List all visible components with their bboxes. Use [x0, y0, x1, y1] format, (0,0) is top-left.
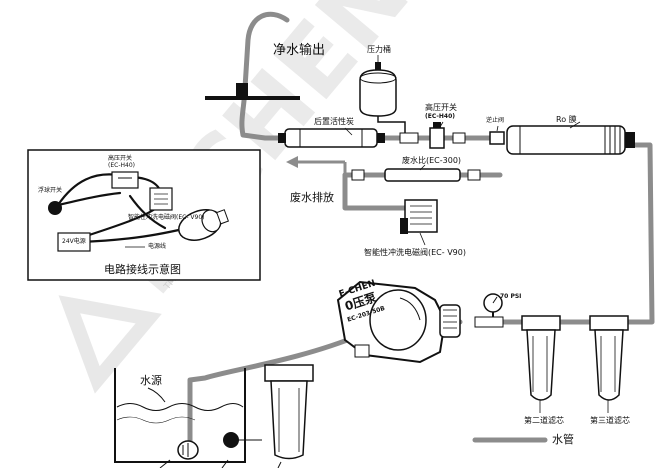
- label-waste-ratio: 废水比(EC-300): [402, 156, 462, 165]
- label-waste-drain: 废水排放: [290, 191, 334, 204]
- pressure-tank: [359, 62, 406, 136]
- label-gauge: 70 PSI: [500, 293, 522, 300]
- inset-hp-model: (EC-H40): [108, 162, 135, 169]
- label-check-valve: 逆止阀: [486, 117, 505, 124]
- inset-title: 电路接线示意图: [104, 263, 181, 276]
- waste-ratio-restrictor: [351, 168, 481, 182]
- filter-housing-3: [589, 315, 629, 401]
- waste-drain-arrow: [286, 156, 347, 175]
- label-water-pipe: 水管: [552, 433, 574, 446]
- label-filter-3: 第三道滤芯: [590, 416, 630, 425]
- post-carbon-filter: [278, 128, 385, 148]
- filter-housing-2: [521, 315, 561, 401]
- label-pressure-tank: 压力桶: [367, 45, 391, 54]
- wiring-inset: [27, 149, 261, 281]
- pressure-gauge: [474, 293, 504, 328]
- high-pressure-switch: [399, 122, 466, 149]
- inset-valve: 智能性冲洗电磁阀(EC- V90): [128, 214, 205, 221]
- label-high-pressure-switch-model: (EC-H40): [425, 113, 455, 120]
- ro-membrane: [506, 125, 635, 155]
- sink-plate: [205, 83, 300, 100]
- label-high-pressure-switch: 高压开关: [425, 103, 457, 112]
- water-source-tank: [114, 368, 282, 468]
- flush-solenoid-valve: [400, 199, 438, 234]
- label-flush-valve: 智能性冲洗电磁阀(EC- V90): [364, 248, 466, 257]
- inset-power-line: 电源线: [148, 243, 167, 250]
- label-filter-2: 第二道滤芯: [524, 416, 564, 425]
- leader-lines: [344, 55, 609, 413]
- label-ro-membrane: Ro 膜: [556, 115, 577, 124]
- check-valve: [489, 131, 505, 145]
- filter-housing-1: [264, 364, 314, 460]
- booster-pump: E-CHEN 0压泵 EC-203-50B: [336, 279, 461, 364]
- inset-power: 24V电源: [62, 238, 86, 245]
- label-post-carbon: 后置活性炭: [314, 117, 354, 126]
- membrane-return-pipe: [497, 142, 655, 325]
- label-clean-water-output: 净水输出: [273, 43, 326, 58]
- inset-hp-switch: 高压开关: [108, 155, 133, 162]
- label-water-source: 水源: [140, 374, 162, 387]
- source-pipe: [187, 332, 363, 448]
- waste-to-valve-pipe: [342, 172, 407, 211]
- inset-float-switch: 浮球开关: [38, 187, 63, 194]
